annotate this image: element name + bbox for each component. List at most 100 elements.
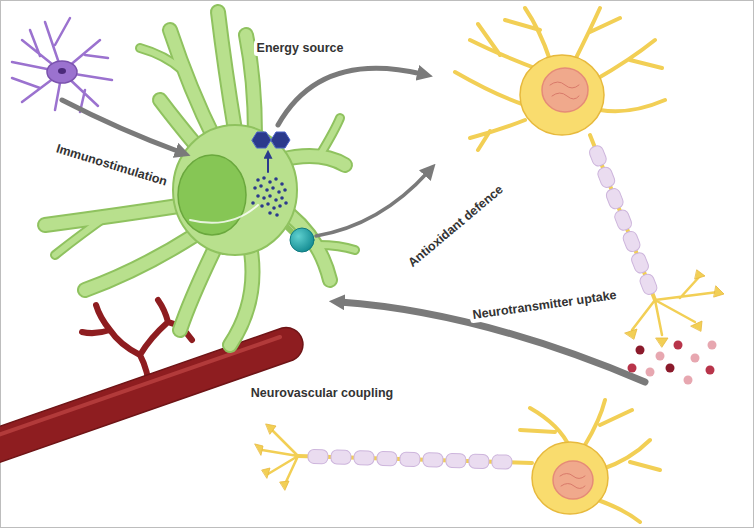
astrocyte-part-part	[259, 184, 263, 188]
astrocyte-part-part	[45, 205, 185, 225]
process-label: Energy source	[254, 40, 347, 56]
neuron-top-part-part	[455, 8, 665, 150]
process-arrow	[62, 68, 645, 382]
astrocyte-part-part	[271, 186, 275, 190]
neuron-top-part-part	[674, 341, 683, 350]
astrocyte-part-part	[266, 202, 270, 206]
blood-vessel-part	[0, 337, 280, 436]
neuron-bottom-part	[308, 449, 512, 469]
neuron-top-part-part	[656, 338, 668, 347]
astrocyte-part-part	[85, 235, 195, 290]
neuron-top-part-part	[714, 286, 724, 297]
neuron-top-part-part	[691, 354, 700, 363]
astrocyte-part-part	[55, 214, 110, 255]
neuron-bottom-part-part	[280, 481, 289, 490]
astrocyte-part	[55, 48, 355, 255]
neuron-top-part-part	[691, 321, 702, 331]
astrocyte-part-part	[275, 213, 279, 217]
neuron-top-part	[455, 8, 665, 150]
neuron-top-part-part	[605, 187, 625, 211]
astrocyte-part-part	[180, 248, 215, 330]
astrocyte-part-part	[251, 201, 255, 205]
neuron-bottom-part-part	[492, 455, 512, 470]
astrocyte-part-part	[320, 118, 340, 155]
neuron-bottom-part	[532, 442, 608, 514]
neuron-top-part	[632, 276, 718, 335]
neuron-bottom	[255, 400, 660, 522]
neuron-top-part	[542, 68, 588, 112]
astrocyte-part-part	[283, 188, 287, 192]
astrocyte-part-part	[218, 12, 235, 130]
neuron-top-part-part	[646, 368, 655, 377]
astrocyte-part-part	[268, 211, 272, 215]
astrocyte-part-part	[284, 201, 288, 205]
astrocyte-part	[55, 48, 355, 255]
astrocyte-part-part	[320, 118, 340, 155]
astrocyte-part	[173, 125, 297, 255]
astrocyte-part-part	[230, 245, 253, 345]
neuron-top-part-part	[695, 270, 705, 279]
astrocyte-part-part	[260, 204, 264, 208]
neuron-bottom-part	[262, 430, 298, 484]
astrocyte-part-part	[45, 205, 185, 225]
neuron-bottom-part	[553, 461, 593, 499]
astrocyte-part	[251, 176, 288, 217]
process-label: Neurovascular coupling	[248, 385, 396, 401]
neuron-top-part-part	[613, 208, 633, 232]
neuron-bottom-part	[520, 400, 660, 522]
astrocyte-part-part	[272, 206, 276, 210]
neuron-top-part-part	[621, 230, 641, 254]
neuron-top-part-part	[666, 364, 675, 373]
astrocyte-part	[252, 132, 290, 148]
astrocyte-part-part	[85, 235, 195, 290]
astrocyte-part	[190, 205, 258, 223]
astrocyte-part-part	[253, 186, 257, 190]
astrocyte-part-part	[278, 204, 282, 208]
astrocyte-part-part	[318, 245, 355, 250]
astrocyte-part-part	[268, 180, 272, 184]
neuron-top-part-part	[638, 272, 658, 296]
neuron-bottom-part-part	[469, 454, 489, 469]
neuron-bottom-part-part	[377, 451, 397, 466]
astrocyte-part	[45, 12, 345, 345]
astrocyte-part-part	[274, 198, 278, 202]
neuron-top-part	[550, 82, 579, 99]
neuron-top-part-part	[656, 352, 665, 361]
astrocyte-part-part	[218, 12, 235, 130]
neuron-bottom-part-part	[262, 468, 270, 478]
astrocyte-part-part	[274, 177, 278, 181]
microglia-part	[47, 61, 77, 83]
neuron-top-part-part	[628, 364, 637, 373]
astrocyte-part	[290, 228, 314, 252]
neuron-bottom-part-part	[255, 444, 263, 455]
astrocyte-part-part	[140, 48, 182, 70]
astrocyte-part	[45, 12, 345, 345]
neuron-bottom-part-part	[446, 453, 466, 468]
astrocyte-part-part	[262, 176, 266, 180]
neuron-bottom-part-part	[308, 449, 328, 464]
neuron-bottom-part-part	[331, 450, 351, 465]
neuron-top-part-part	[708, 341, 717, 350]
neuron-top-part-part	[588, 144, 608, 168]
astrocyte-part-part	[262, 196, 266, 200]
neuron-top-part-part	[625, 329, 637, 339]
neuron-top-part-part	[636, 346, 645, 355]
neuron-top-part	[588, 144, 659, 296]
astrocyte-part-part	[265, 188, 269, 192]
neuron-top-part	[625, 270, 724, 347]
astrocyte-part-part	[280, 196, 284, 200]
process-arrow-part	[278, 68, 422, 125]
astrocyte-part-part	[268, 194, 272, 198]
astrocyte-part-part	[230, 245, 253, 345]
astrocyte-part-part	[280, 182, 284, 186]
neuron-bottom-part-part	[354, 451, 374, 466]
astrocyte-part-part	[256, 178, 260, 182]
microglia-part	[58, 68, 66, 74]
neuron-bottom-part	[255, 424, 289, 490]
process-arrow-part	[62, 100, 180, 152]
astrocyte-part	[267, 156, 269, 172]
neuron-bottom-part-part	[400, 452, 420, 467]
